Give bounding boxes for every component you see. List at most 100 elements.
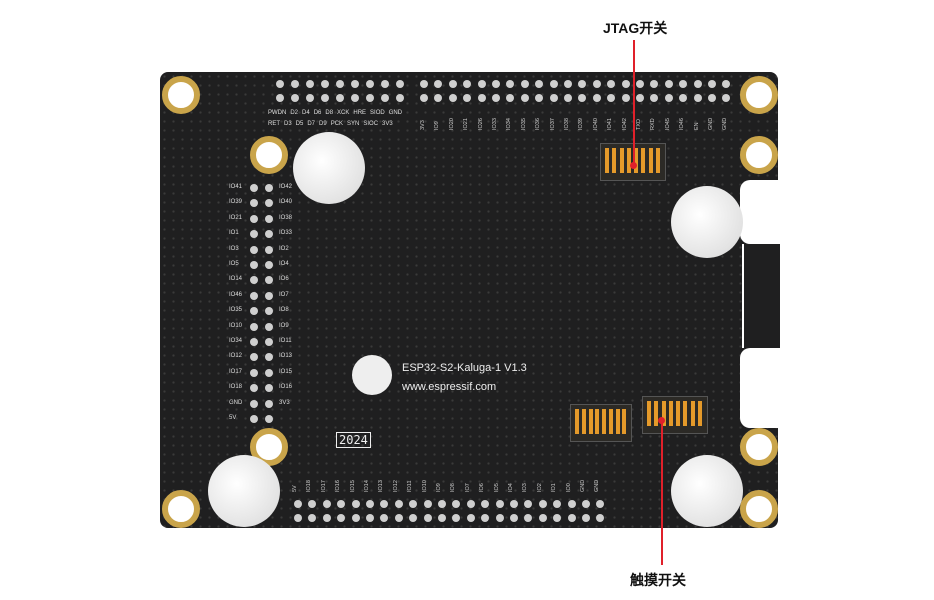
pin-label: IO13 — [378, 480, 385, 492]
header-pin — [448, 94, 457, 102]
header-pin — [549, 94, 558, 102]
header-pin — [265, 368, 273, 377]
header-pin — [394, 500, 403, 508]
header-pin — [650, 80, 659, 88]
pin-label: IO17 — [320, 480, 327, 492]
header-pin — [492, 80, 500, 88]
pin-label: IO35 — [520, 118, 527, 130]
pin-label: IO40 — [592, 118, 599, 130]
pin-label: IO33 — [279, 230, 293, 237]
pin-label: IO4 — [279, 261, 289, 267]
switch-lever[interactable] — [654, 401, 659, 427]
switch-lever[interactable] — [648, 148, 653, 174]
header-pin — [452, 514, 461, 522]
header-pin — [265, 338, 273, 346]
standoff — [671, 186, 743, 258]
header-pin — [664, 94, 673, 102]
switch-lever[interactable] — [608, 409, 613, 435]
switch-lever[interactable] — [634, 148, 638, 174]
pin-label: IO35 — [229, 307, 243, 314]
pin-label: IO14 — [229, 276, 243, 283]
switch-lever[interactable] — [626, 148, 631, 174]
header-pin — [452, 500, 461, 508]
header-pin — [664, 80, 673, 88]
header-pin — [250, 322, 258, 331]
pin-label: IO11 — [407, 480, 414, 492]
pin-label: IO11 — [279, 338, 292, 344]
header-pin — [394, 514, 403, 522]
header-pin — [438, 514, 446, 522]
header-pin — [265, 199, 273, 208]
switch-lever[interactable] — [647, 401, 651, 427]
pin-label: IO41 — [607, 118, 614, 130]
switch-lever[interactable] — [615, 409, 620, 435]
switch-lever[interactable] — [655, 148, 660, 174]
header-pin — [538, 500, 547, 508]
switch-lever[interactable] — [668, 401, 673, 427]
switch-lever[interactable] — [595, 409, 600, 435]
board-tab — [742, 244, 780, 348]
header-pin — [337, 514, 346, 522]
mounting-hole — [740, 76, 778, 114]
header-pin — [495, 514, 504, 522]
header-pin — [250, 368, 258, 377]
mounting-hole — [250, 136, 288, 174]
pin-label: D2 — [290, 110, 299, 116]
header-pin — [308, 514, 317, 522]
header-pin — [538, 514, 547, 522]
pin-label: IO36 — [535, 118, 542, 130]
pin-label: D6 — [313, 110, 322, 116]
header-pin — [592, 94, 601, 102]
switch-lever[interactable] — [612, 148, 617, 174]
header-pin — [351, 500, 360, 508]
switch-lever[interactable] — [697, 401, 702, 427]
switch-lever[interactable] — [690, 401, 695, 427]
header-pin — [250, 245, 258, 254]
pin-label: IO1 — [229, 230, 239, 237]
switch-lever[interactable] — [605, 148, 609, 174]
switch-lever[interactable] — [622, 409, 627, 435]
switch-lever[interactable] — [581, 409, 586, 435]
pin-label: IO2 — [536, 483, 543, 492]
switch-lever[interactable] — [602, 409, 606, 435]
board-year: 2024 — [336, 432, 371, 448]
header-pin — [506, 80, 515, 88]
pin-label: IO4 — [508, 483, 514, 492]
header-pin — [564, 94, 572, 102]
pin-label: 3V3 — [279, 399, 290, 406]
header-pin — [250, 338, 258, 346]
switch-lever[interactable] — [661, 401, 666, 427]
pin-label: IO26 — [477, 118, 484, 130]
header-pin — [381, 80, 389, 88]
pin-label: IO9 — [279, 322, 289, 329]
switch-lever[interactable] — [683, 401, 688, 427]
touch-dip-switch-2[interactable] — [642, 396, 708, 434]
header-pin — [481, 514, 490, 522]
header-pin — [495, 500, 504, 508]
header-pin — [250, 276, 258, 285]
board-notch — [740, 348, 780, 428]
espressif-logo — [352, 355, 392, 395]
jtag-pointer-dot — [630, 162, 637, 169]
header-pin — [396, 94, 404, 102]
header-pin — [438, 500, 446, 508]
header-pin — [524, 500, 533, 508]
header-pin — [265, 230, 273, 239]
switch-lever[interactable] — [641, 148, 646, 174]
switch-lever[interactable] — [588, 409, 593, 435]
header-pin — [553, 500, 562, 508]
touch-dip-switch-1[interactable] — [570, 404, 632, 442]
header-pin — [506, 94, 515, 102]
pin-label: IO21 — [463, 118, 470, 130]
switch-lever[interactable] — [676, 401, 680, 427]
header-pin — [250, 199, 258, 208]
header-pin — [250, 399, 258, 408]
switch-lever[interactable] — [619, 148, 624, 174]
header-pin — [250, 307, 258, 316]
pin-label: IO15 — [279, 368, 293, 375]
header-pin — [510, 500, 518, 508]
header-pin — [265, 214, 273, 223]
mounting-hole — [162, 490, 200, 528]
switch-lever[interactable] — [575, 409, 579, 435]
